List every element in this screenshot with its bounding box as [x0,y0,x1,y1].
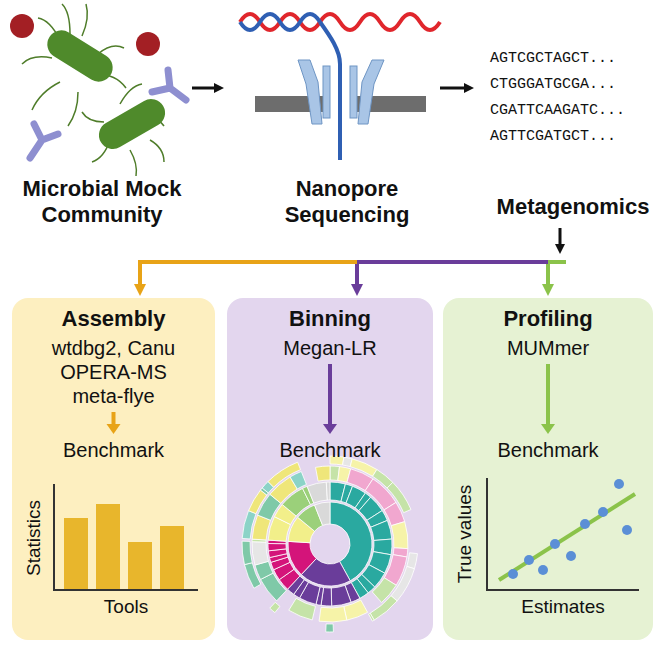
method-panel: Assembly wtdbg2, Canu OPERA-MS meta-flyeB… [12,298,215,640]
sequence-read: AGTCGCTAGCT... [490,50,616,67]
step-label: Benchmark [463,438,633,462]
panel-title: Binning [237,306,423,332]
axis-label: Estimates [521,596,604,618]
sequence-read: CGATTCAAGATC... [490,102,625,119]
sequence-read: CTGGGATGCGA... [490,76,616,93]
method-panel: ProfilingMUMmerBenchmarkTrue valuesEstim… [443,298,653,640]
method-panel: BinningMegan-LR Benchmark [227,298,433,640]
step-label: Benchmark [245,438,415,462]
step-label: Benchmark [39,438,189,462]
tool-list: MUMmer [463,336,633,360]
axis-label: Statistics [23,500,45,576]
tool-list: Megan-LR [245,336,415,360]
panel-title: Assembly [22,306,205,332]
step-label: Metagenomics [488,194,658,220]
step-label: Microbial Mock Community [4,176,200,228]
sequence-read: AGTTCGATGCT... [490,128,616,145]
step-label: Nanopore Sequencing [262,176,432,228]
axis-label: Tools [104,596,148,618]
tool-list: wtdbg2, Canu OPERA-MS meta-flye [39,336,189,408]
panel-title: Profiling [453,306,643,332]
axis-label: True values [454,485,476,584]
microbes [10,4,186,176]
nanopore [240,14,440,160]
